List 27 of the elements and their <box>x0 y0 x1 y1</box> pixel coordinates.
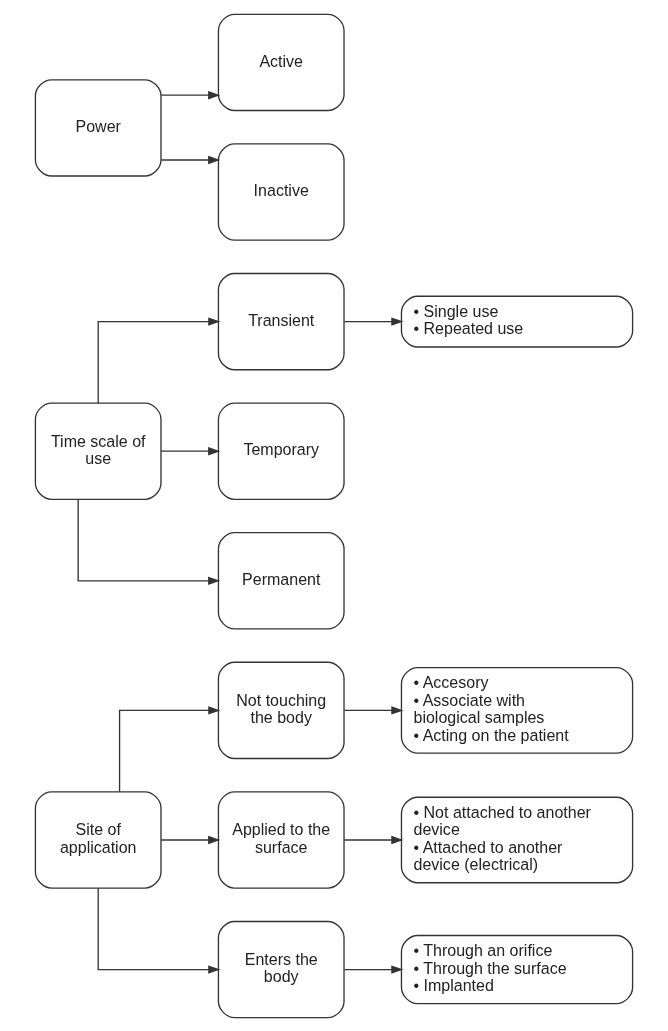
node-box: Temporary <box>217 401 345 500</box>
arrow <box>118 705 221 792</box>
arrow <box>97 887 221 974</box>
arrow <box>160 90 221 99</box>
arrow <box>160 835 221 844</box>
node-box: Enters the body <box>217 920 345 1018</box>
node-box: Transient <box>217 272 345 370</box>
arrow <box>160 446 221 455</box>
arrow <box>343 964 404 974</box>
node-box: Active <box>217 13 345 111</box>
arrow <box>343 316 404 326</box>
arrow <box>77 498 221 585</box>
node-box: Not touching the body <box>217 661 345 759</box>
arrow <box>343 705 404 715</box>
node-box: Power <box>34 78 162 177</box>
node-box: Applied to the surface <box>217 790 345 889</box>
node-box: • Through an orifice • Through the surface • Implanted <box>400 934 634 1004</box>
node-box: • Single use • Repeated use <box>400 295 634 348</box>
arrow <box>343 835 404 844</box>
node-box: Time scale of use <box>34 401 162 500</box>
arrow <box>97 316 221 404</box>
node-box: Inactive <box>217 142 345 241</box>
node-box: • Accesory • Associate with biological samples • Acting on the patient <box>400 666 634 754</box>
arrow <box>160 155 221 164</box>
node-box: Permanent <box>217 531 345 630</box>
node-box: Site of application <box>34 790 162 889</box>
node-box: • Not attached to another device • Attached to another device (electrical) <box>400 796 634 883</box>
